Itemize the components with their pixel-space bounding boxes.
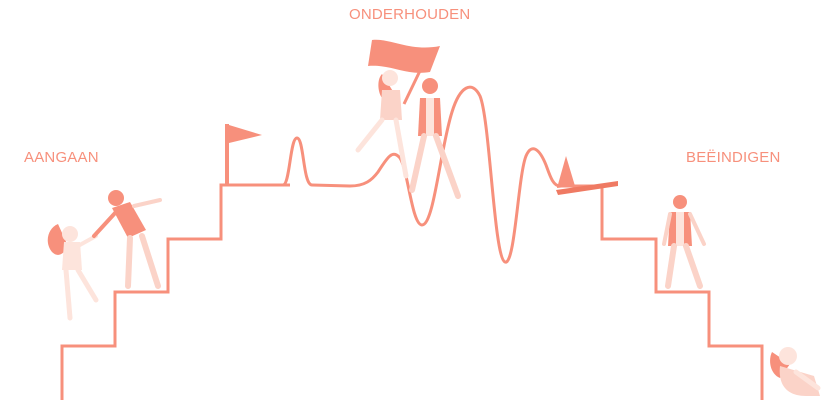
fallen-flag-icon xyxy=(556,156,618,195)
person-sitting-illustration xyxy=(770,347,820,396)
phase-label-start: AANGAAN xyxy=(24,149,99,166)
couple-with-flag-illustration xyxy=(358,40,458,196)
left-staircase xyxy=(62,185,290,400)
couple-climbing-illustration xyxy=(48,190,160,318)
phase-label-middle: ONDERHOUDEN xyxy=(349,6,470,23)
right-staircase xyxy=(557,186,762,400)
flag-icon xyxy=(225,124,262,186)
person-standing-illustration xyxy=(664,195,704,286)
phase-label-end: BEËINDIGEN xyxy=(686,149,781,166)
